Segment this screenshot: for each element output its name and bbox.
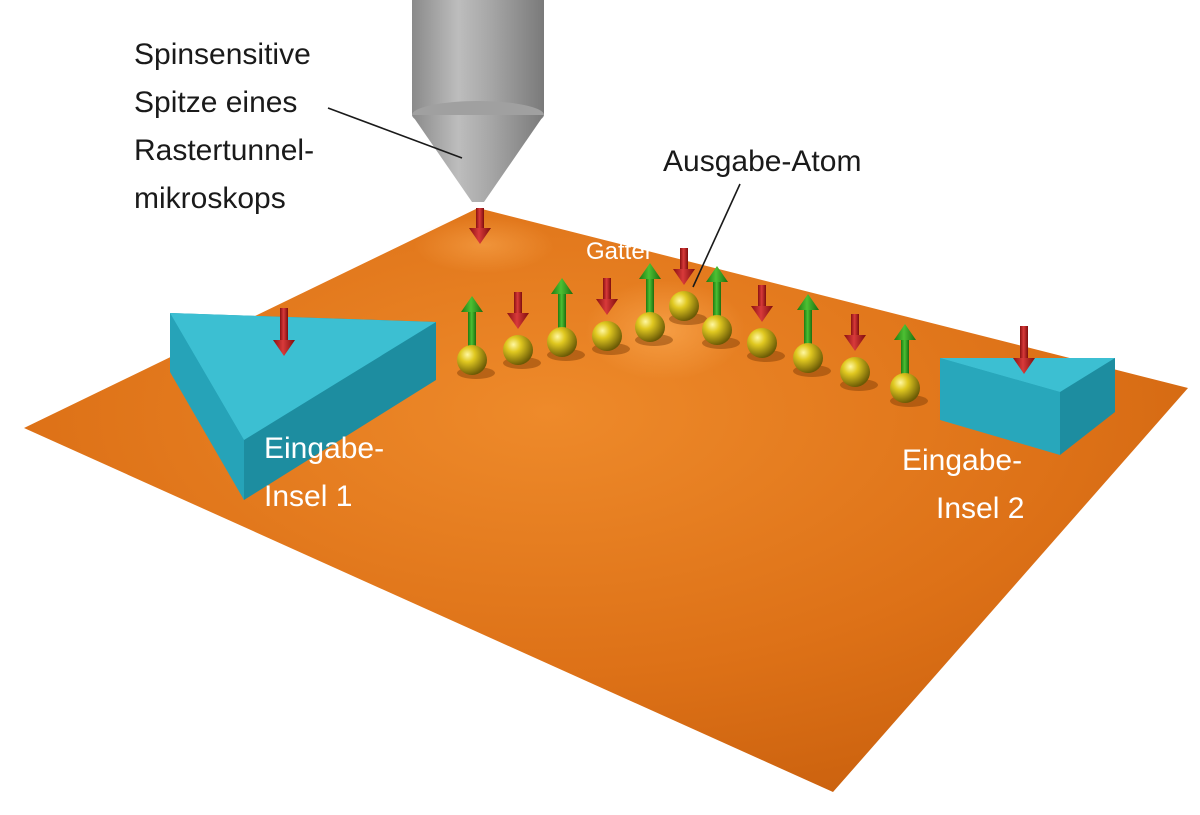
atom xyxy=(702,315,732,345)
spin-down-arrow xyxy=(844,314,866,351)
spin-up-arrow xyxy=(639,263,661,314)
spin-down-arrow xyxy=(751,285,773,322)
atom xyxy=(840,357,870,387)
island-1-spin-arrow xyxy=(273,308,295,356)
atom-chain xyxy=(457,291,928,407)
island-1-label-line-2: Insel 1 xyxy=(264,480,353,513)
spin-arrows xyxy=(273,208,1035,375)
tip-label-line-4: mikroskops xyxy=(134,182,286,215)
tip-glow xyxy=(414,217,554,273)
tip-label-line-3: Rastertunnel- xyxy=(134,134,315,167)
island-1-label-line-1: Eingabe- xyxy=(264,432,385,465)
input-island-2 xyxy=(940,358,1115,455)
tip-label-line-2: Spitze eines xyxy=(134,86,298,119)
spin-up-arrow xyxy=(706,266,728,317)
output-atom-leader-line xyxy=(692,183,741,288)
atom xyxy=(457,345,487,375)
atom xyxy=(669,291,699,321)
spin-up-arrow xyxy=(551,278,573,329)
gate-glow xyxy=(585,280,745,380)
island-2-label-line-2: Insel 2 xyxy=(936,492,1025,525)
spin-up-arrow xyxy=(894,324,916,375)
tip-spin-arrow xyxy=(469,208,491,244)
input-island-1 xyxy=(170,313,436,500)
atom xyxy=(793,343,823,373)
spin-down-arrow xyxy=(673,248,695,285)
spin-up-arrow xyxy=(461,296,483,347)
atom xyxy=(547,327,577,357)
island-2-label-line-1: Eingabe- xyxy=(902,444,1023,477)
atom xyxy=(890,373,920,403)
island-2-spin-arrow xyxy=(1013,326,1035,374)
atom xyxy=(747,328,777,358)
spin-up-arrow xyxy=(797,294,819,345)
tip-label-line-1: Spinsensitive xyxy=(134,38,311,71)
stm-tip xyxy=(412,0,544,202)
atom xyxy=(592,321,622,351)
atom xyxy=(503,335,533,365)
tip-leader-line xyxy=(327,107,463,159)
output-atom-label: Ausgabe-Atom xyxy=(663,145,862,178)
gate-label: Gatter xyxy=(586,238,653,265)
spin-down-arrow xyxy=(596,278,618,315)
atom xyxy=(635,312,665,342)
spin-down-arrow xyxy=(507,292,529,329)
